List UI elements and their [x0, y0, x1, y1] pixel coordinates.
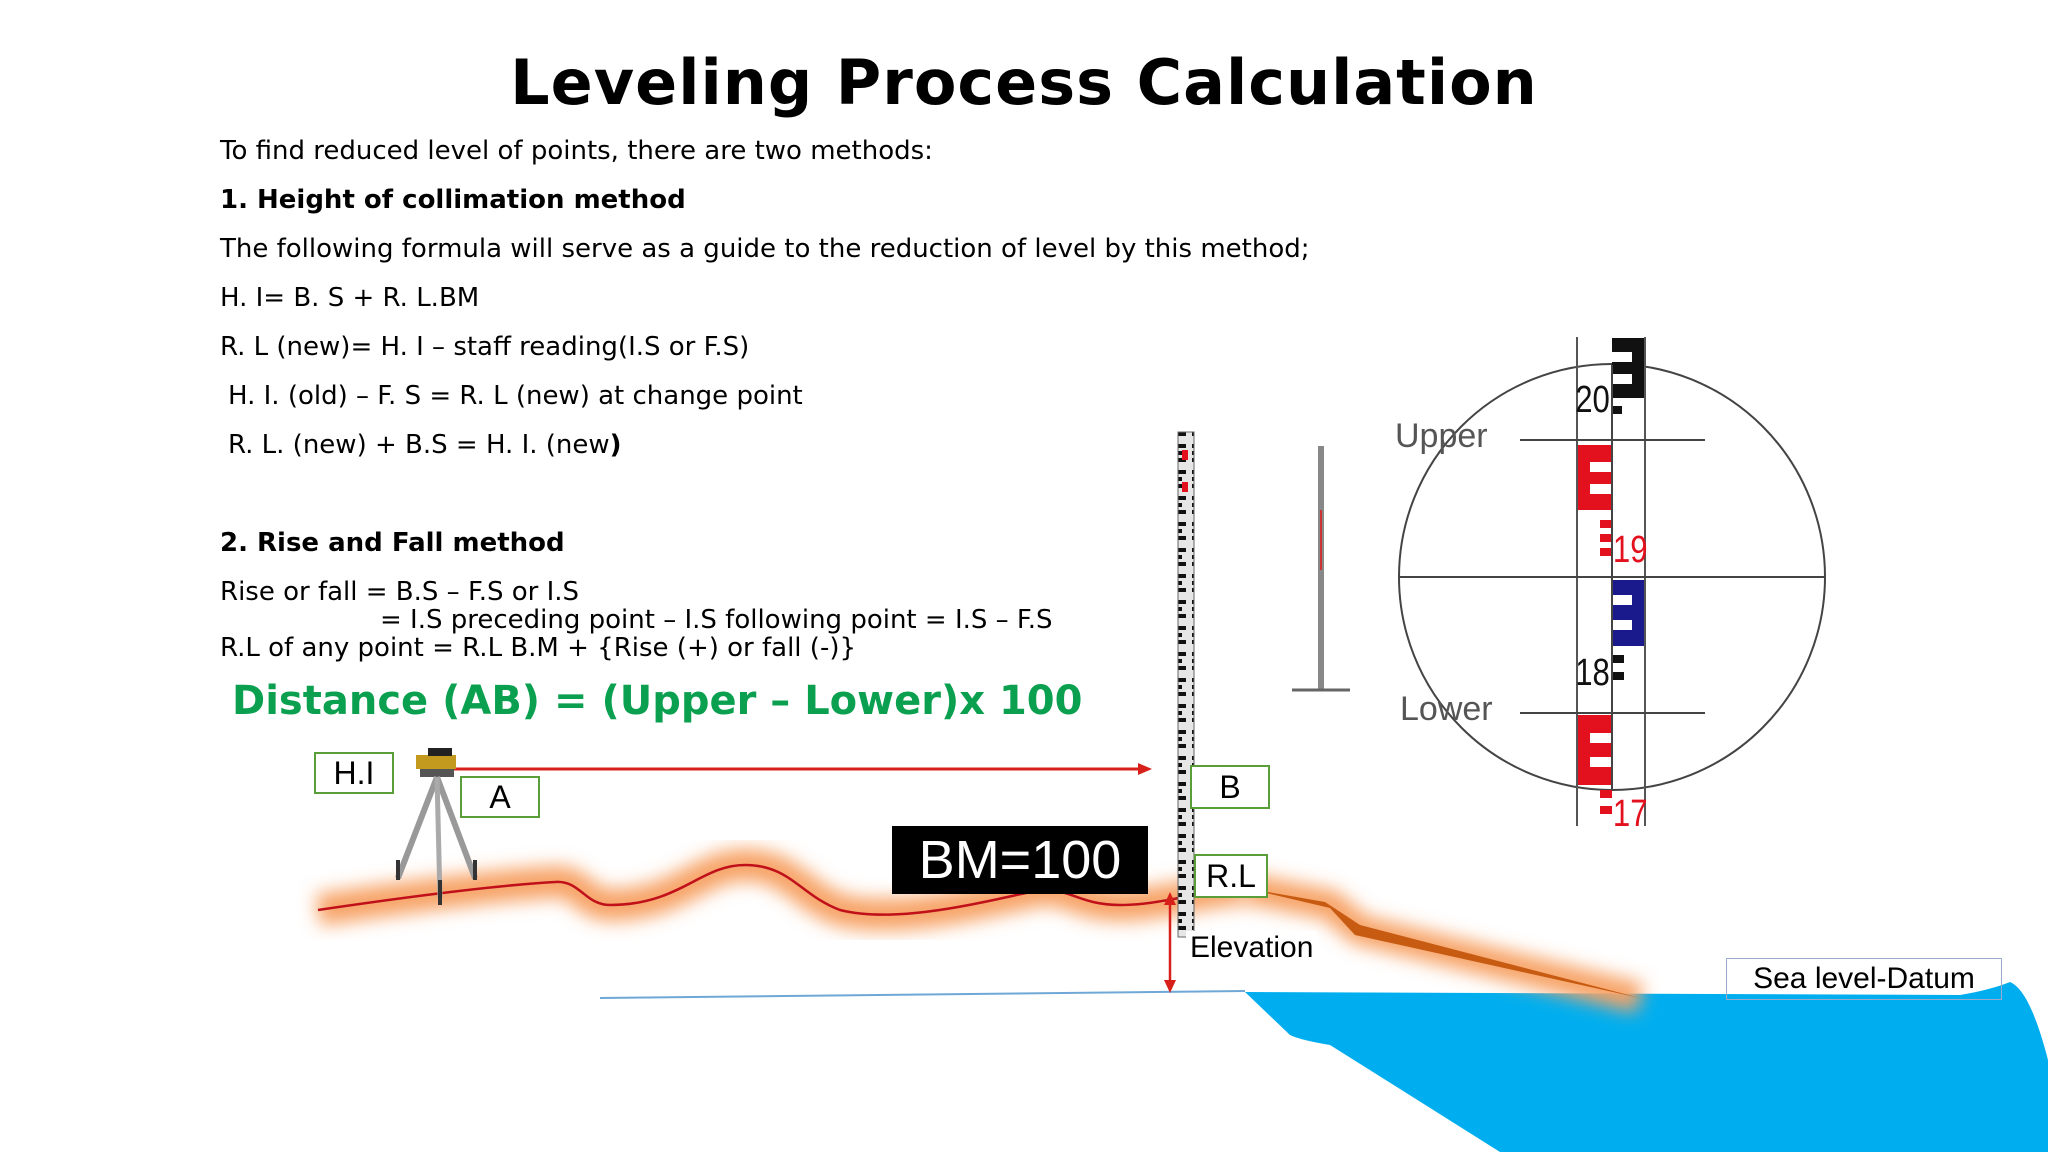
slope-fill	[1245, 888, 1640, 998]
staff-number-20: 20	[1575, 379, 1610, 421]
reticle-upper-label: Upper	[1395, 417, 1488, 455]
distance-formula: Distance (AB) = (Upper – Lower)x 100	[232, 678, 1083, 724]
reticle-view: Upper Lower 20 19 18 17	[1395, 337, 1826, 835]
leveling-staff-b	[1177, 431, 1195, 938]
tripod-level-instrument	[395, 748, 478, 905]
water	[1245, 982, 2048, 1152]
datum-label: Sea level-Datum	[1726, 958, 2002, 1000]
rise-fall-line-2: = I.S preceding point – I.S following po…	[380, 605, 1053, 635]
formula-hi-new-paren: )	[609, 430, 622, 460]
staff-number-18: 18	[1575, 652, 1610, 694]
elevation-label: Elevation	[1186, 931, 1318, 965]
method1-heading: 1. Height of collimation method	[220, 185, 686, 215]
method2-heading: 2. Rise and Fall method	[220, 528, 565, 558]
point-a-label: A	[460, 776, 540, 818]
formula-hi-new-text: R. L. (new) + B.S = H. I. (new	[228, 430, 610, 460]
elevation-arrow	[1164, 892, 1176, 993]
rise-fall-line-3: R.L of any point = R.L B.M + {Rise (+) o…	[220, 633, 857, 663]
datum-line	[599, 990, 1246, 999]
staff-number-19: 19	[1613, 529, 1648, 571]
formula-hi: H. I= B. S + R. L.BM	[220, 283, 480, 313]
staff-number-17: 17	[1613, 793, 1648, 835]
ground-line	[317, 863, 1246, 916]
sight-arrow-head	[1138, 763, 1152, 775]
reticle-lower-label: Lower	[1400, 690, 1493, 728]
staff-symbol	[1292, 446, 1350, 692]
rise-fall-line-1: Rise or fall = B.S – F.S or I.S	[220, 577, 580, 607]
benchmark-label: BM=100	[892, 826, 1148, 894]
point-b-label: B	[1190, 765, 1270, 809]
formula-rl-new: R. L (new)= H. I – staff reading(I.S or …	[220, 332, 750, 362]
formula-hi-new: R. L. (new) + B.S = H. I. (new)	[228, 430, 622, 460]
rl-label: R.L	[1194, 854, 1268, 898]
hi-label-box: H.I	[314, 752, 394, 794]
formula-change-point: H. I. (old) – F. S = R. L (new) at chang…	[228, 381, 803, 411]
method1-guide: The following formula will serve as a gu…	[220, 234, 1310, 264]
intro-text: To find reduced level of points, there a…	[220, 136, 933, 166]
page-title: Leveling Process Calculation	[510, 46, 1538, 119]
